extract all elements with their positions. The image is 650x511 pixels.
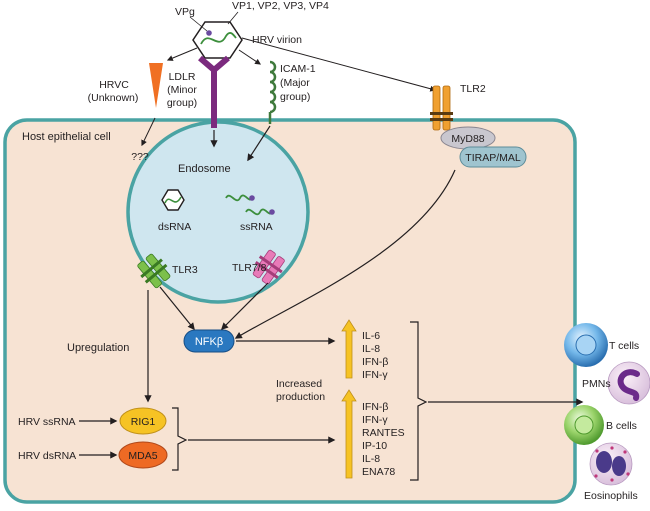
cytokines-top-list: IL-6 IL-8 IFN-β IFN-γ (362, 330, 388, 381)
arrow-virion-hrvc (166, 47, 198, 61)
rig1-mda5-bracket (172, 407, 188, 471)
cytokine-top-item: IL-6 (362, 330, 380, 342)
ldlr-label: LDLR (169, 71, 196, 83)
dsrna-label: dsRNA (158, 221, 191, 233)
hrv-dsrna-label: HRV dsRNA (18, 450, 76, 462)
eosinophils-label: Eosinophils (584, 490, 638, 502)
pmn-cell-icon (607, 361, 650, 405)
arrow-icam-endosome (247, 125, 271, 162)
endosome-label: Endosome (178, 163, 231, 175)
production-label: production (276, 391, 325, 403)
ssrna-label: ssRNA (240, 221, 273, 233)
arrow-tlr2-nfkb (234, 169, 456, 339)
tirap-mal-label: TIRAP/MAL (465, 152, 521, 164)
unknown-pathway-label: ??? (131, 151, 149, 163)
rig1-label: RIG1 (131, 416, 156, 428)
vpg-label: VPg (175, 6, 195, 18)
hrvc-sublabel: (Unknown) (88, 92, 139, 104)
arrow-tlr78-nfkb (220, 282, 269, 331)
b-cells-label: B cells (606, 420, 637, 432)
icam1-sublabel-1: (Major (280, 77, 310, 89)
cytokine-arrow-top (341, 319, 357, 379)
cytokine-bottom-item: IFN-β (362, 401, 388, 413)
pmns-label: PMNs (582, 378, 611, 390)
cytokine-bottom-item: IFN-γ (362, 414, 388, 426)
tlr78-label: TLR7/8 (232, 262, 267, 274)
ldlr-sublabel-2: group) (167, 97, 197, 109)
dsrna-virion-icon (161, 189, 185, 211)
arrow-virion-icam (238, 49, 261, 65)
cytokines-bottom-list: IFN-β IFN-γ RANTES IP-10 IL-8 ENA78 (362, 401, 405, 478)
hrv-virion-icon (192, 21, 243, 59)
hrvc-receptor-icon (149, 63, 163, 108)
t-cells-label: T cells (609, 340, 639, 352)
arrow-tlr3-nfkb (159, 286, 195, 331)
mda5-label: MDA5 (128, 450, 157, 462)
cytokine-arrow-bottom (341, 389, 357, 479)
rig1-node (119, 407, 167, 435)
tlr3-receptor-icon (137, 253, 171, 289)
cytokine-bottom-item: IP-10 (362, 440, 387, 452)
host-cell-label: Host epithelial cell (22, 131, 111, 143)
arrow-hrvc-unknown (141, 117, 156, 147)
tlr78-receptor-icon (252, 249, 285, 285)
tirap-mal-node (459, 146, 527, 168)
t-cell-icon (564, 323, 608, 367)
ldlr-sublabel-1: (Minor (167, 84, 197, 96)
myd88-label: MyD88 (451, 133, 484, 145)
hrv-virion-label: HRV virion (252, 34, 302, 46)
arrow-virion-tlr2 (241, 37, 437, 92)
hrv-ssrna-label: HRV ssRNA (18, 416, 76, 428)
tlr3-label: TLR3 (172, 264, 198, 276)
tlr2-label: TLR2 (460, 83, 486, 95)
nfkb-label: NFKβ (195, 336, 223, 348)
ldlr-receptor-icon (198, 55, 230, 128)
b-cell-icon (564, 405, 604, 445)
increased-label: Increased (276, 378, 322, 390)
cytokine-top-item: IFN-γ (362, 369, 388, 381)
cytokine-top-item: IL-8 (362, 343, 380, 355)
cytokine-bottom-item: IL-8 (362, 453, 380, 465)
mda5-node (118, 441, 168, 469)
capsid-pointer (227, 11, 239, 25)
cytokines-bracket (410, 321, 428, 481)
cytokine-bottom-item: RANTES (362, 427, 405, 439)
eosinophil-icon (589, 442, 633, 486)
cytokine-top-item: IFN-β (362, 356, 388, 368)
nfkb-node (183, 329, 235, 353)
capsid-proteins-label: VP1, VP2, VP3, VP4 (232, 0, 329, 12)
icam1-label: ICAM-1 (280, 63, 316, 75)
cytokine-bottom-item: ENA78 (362, 466, 395, 478)
hrvc-label: HRVC (99, 79, 129, 91)
vpg-pointer (189, 16, 208, 32)
tlr2-receptor-icon (430, 85, 453, 131)
icam1-sublabel-2: group) (280, 91, 310, 103)
ssrna-strand-icon (225, 194, 275, 216)
upregulation-label: Upregulation (67, 342, 129, 354)
icam1-receptor-icon (268, 60, 277, 124)
